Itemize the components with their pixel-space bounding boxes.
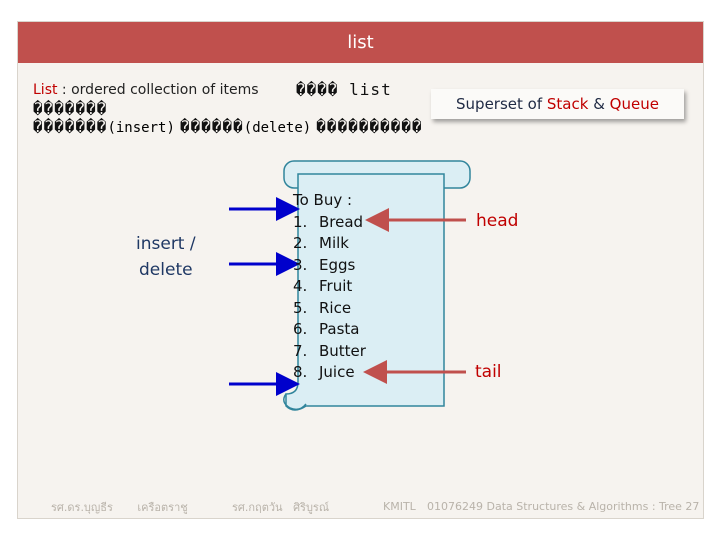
garbled-segment-b: ������ <box>179 117 244 136</box>
footer-course: 01076249 Data Structures & Algorithms : … <box>427 500 700 513</box>
superset-stack: Stack <box>546 95 589 113</box>
list-item: 1.Bread <box>293 212 364 231</box>
garbled-text-1: ���� list <box>296 80 392 99</box>
list-item: 6.Pasta <box>293 320 360 338</box>
list-definition: List : ordered collection of items <box>33 82 259 98</box>
list-definition-text: : ordered collection of items <box>57 82 259 98</box>
superset-prefix: Superset of <box>456 95 547 113</box>
garbled-segment-c: ���������� <box>316 117 423 136</box>
list-term: List <box>33 82 58 98</box>
superset-queue: Queue <box>609 95 659 113</box>
footer-author-2: รศ.กฤตวัน ศิริบูรณ์ <box>232 501 330 514</box>
list-item: 3.Eggs <box>293 255 356 274</box>
scroll-diagram <box>229 160 471 411</box>
list-item: 5.Rice <box>293 298 352 317</box>
scroll-bottom-curl <box>283 393 307 411</box>
garbled-segment-a: ������� <box>33 117 108 136</box>
footer-institute: KMITL <box>383 500 416 513</box>
garbled-text-3: �������(insert) ������(delete) ���������… <box>33 117 423 136</box>
slide-title: list <box>18 22 703 63</box>
list-item: 7.Butter <box>293 341 366 360</box>
insert-word: (insert) <box>107 120 175 136</box>
tail-label: tail <box>475 362 502 382</box>
insert-delete-label: insert / delete <box>136 234 196 280</box>
head-label: head <box>476 211 519 231</box>
delete-word: (delete) <box>243 120 312 136</box>
list-item: 2.Milk <box>293 234 349 252</box>
superset-amp: & <box>588 95 610 113</box>
footer-author-1: รศ.ดร.บุญธีร เครือตราชู <box>51 501 188 514</box>
superset-callout: Superset of Stack & Queue <box>431 89 684 119</box>
delete-label: delete <box>139 260 193 280</box>
garbled-text-2: ������� <box>33 99 108 118</box>
shopping-list: To Buy : 1.Bread 2.Milk 3.Eggs 4.Fruit 5… <box>293 190 366 384</box>
slide: list List : ordered collection of items … <box>17 21 704 519</box>
list-item: 4.Fruit <box>293 277 353 295</box>
insert-label: insert / <box>136 234 196 254</box>
list-heading: To Buy : <box>293 191 353 209</box>
list-item: 8.Juice <box>293 363 355 381</box>
